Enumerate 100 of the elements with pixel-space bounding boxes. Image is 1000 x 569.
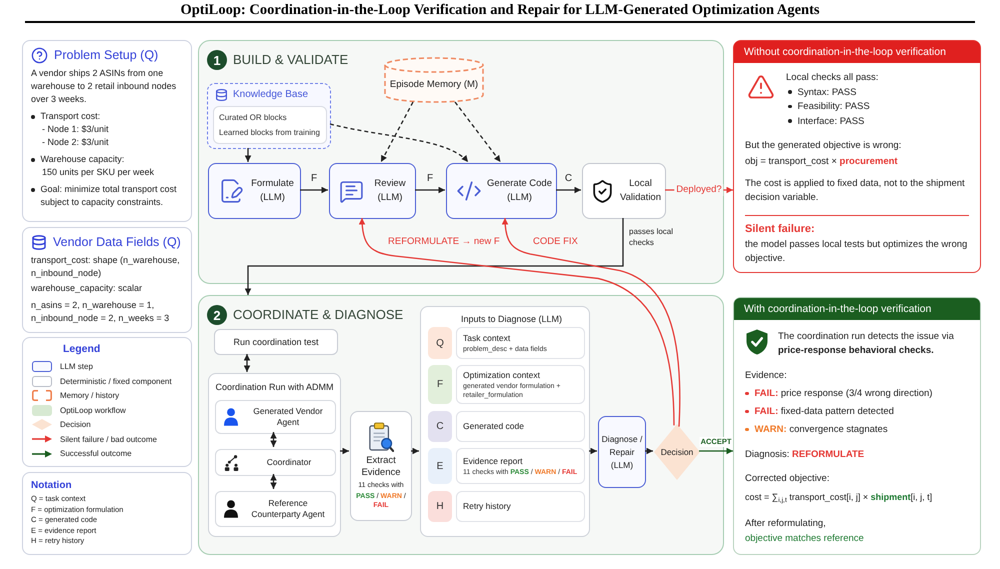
step-number-badge <box>207 305 227 325</box>
llm-step-box <box>446 163 557 219</box>
body-text: - Node 2: $3/unit <box>42 136 110 149</box>
card-title: Task context <box>463 332 512 344</box>
double-arrow <box>270 474 277 489</box>
group-panel <box>208 373 341 537</box>
llm-step-box <box>208 163 301 219</box>
body-text: n_asins = 2, n_warehouse = 1, n_inbound_node = 2, n_weeks = 3 <box>31 299 170 325</box>
bullet-text: Syntax: PASS <box>798 86 856 98</box>
body-text: warehouse_capacity: scalar <box>31 282 144 295</box>
llm-step-box <box>598 416 646 488</box>
arrow <box>244 148 252 162</box>
legend-label: LLM step <box>60 361 93 372</box>
context-letter: F <box>436 378 444 392</box>
outcome-panel <box>733 297 981 555</box>
box-label: Coordinator <box>266 457 312 468</box>
arrow <box>699 448 733 454</box>
arrow <box>415 186 445 194</box>
double-arrow <box>244 354 250 372</box>
body-text: - Node 1: $3/unit <box>42 123 110 136</box>
list-item: Curated OR blocks <box>219 112 288 122</box>
context-card <box>456 327 585 359</box>
step-number: 2 <box>213 308 221 322</box>
process-box <box>582 163 666 219</box>
legend-label: Decision <box>60 419 91 430</box>
panel-header: Without coordination-in-the-loop verification <box>734 41 980 63</box>
box-label: Local Validation <box>618 177 662 205</box>
arrow <box>589 448 597 454</box>
context-letter: H <box>436 500 444 514</box>
legend-label: Successful outcome <box>60 448 132 459</box>
arrow <box>645 448 653 454</box>
box-label: Formulate (LLM) <box>250 177 295 205</box>
list-item: Learned blocks from training <box>219 128 321 138</box>
bullet-text: Interface: PASS <box>798 114 864 128</box>
bullet-text: WARN: convergence stagnates <box>754 423 888 436</box>
curved-arrow <box>358 218 675 426</box>
context-letter: Q <box>436 336 444 350</box>
letter-badge <box>428 411 452 442</box>
box-label: Episode Memory (M) <box>390 78 478 90</box>
box-label: Extract Evidence <box>360 455 402 479</box>
context-card <box>456 365 585 404</box>
notation-panel <box>22 472 192 555</box>
letter-badge <box>428 327 452 359</box>
arrow <box>244 218 624 295</box>
box-label: Reference Counterparty Agent <box>250 498 326 520</box>
dashed-curved-arrow <box>330 123 468 162</box>
context-letter: E <box>436 460 444 474</box>
body-text: The cost is applied to fixed data, not to the shipment decision variable. <box>745 176 966 204</box>
body-text: Evidence: <box>745 370 788 382</box>
memory-cylinder <box>384 57 484 103</box>
formula-text: cost = ∑$_{i,j,t}$ transport_cost[i, j] × shipment[i, j, t] <box>745 491 934 505</box>
panel-header: With coordination-in-the-loop verification <box>734 298 980 320</box>
body-text: Corrected objective: <box>745 473 830 485</box>
bullet-text: FAIL: fixed-data pattern detected <box>754 405 894 418</box>
body-text: Local checks all pass: <box>786 71 880 84</box>
outcome-panel <box>733 40 981 273</box>
llm-step-box <box>329 163 416 219</box>
box-heading: Knowledge Base <box>233 88 308 102</box>
body-text: A vendor ships 2 ASINs from one warehouse to 2 retail inbound nodes over 3 weeks. <box>31 67 178 106</box>
step-number-badge <box>207 50 227 70</box>
diagram-title: OptiLoop: Coordination-in-the-Loop Verification and Repair for LLM-Generated Optimization Agents <box>180 2 820 19</box>
body-text: objective matches reference <box>745 533 865 545</box>
context-card <box>456 448 585 484</box>
process-box <box>350 411 412 521</box>
section-heading: BUILD & VALIDATE <box>233 51 348 68</box>
group-panel <box>420 306 590 537</box>
card-title: Optimization context <box>463 370 542 380</box>
body-text: Diagnosis: REFORMULATE <box>745 449 866 461</box>
legend-label: Deterministic / fixed component <box>60 376 172 386</box>
formula-text: obj = transport_cost × procurement <box>745 156 899 168</box>
box-label: Generate Code (LLM) <box>486 177 553 205</box>
agent-box <box>215 491 336 527</box>
body-text: But the generated objective is wrong: <box>745 140 902 152</box>
body-text: transport_cost: shape (n_warehouse, n_inbound_node) <box>31 254 181 280</box>
arrow <box>300 186 328 194</box>
letter-badge <box>428 365 452 404</box>
agent-box <box>215 400 336 434</box>
edge-label: Deployed? <box>674 184 724 196</box>
bullet-text: Goal: minimize total transport cost subject to capacity constraints. <box>40 183 178 209</box>
context-card <box>456 411 585 442</box>
body-text: After reformulating, <box>745 518 827 530</box>
step-number: 1 <box>213 54 221 66</box>
card-title: Retry history <box>463 501 512 512</box>
body-text: The coordination run detects the issue via price-response behavioral checks. <box>778 330 955 358</box>
section-panel <box>198 40 724 284</box>
dashed-arrow <box>454 102 502 162</box>
panel-heading: Problem Setup (Q) <box>54 47 158 64</box>
agent-box <box>215 449 336 476</box>
section-heading: COORDINATE & DIAGNOSE <box>233 306 404 323</box>
body-text: the model passes local tests but optimizes the wrong objective. <box>745 238 968 266</box>
panel-heading: Vendor Data Fields (Q) <box>53 234 181 251</box>
process-box <box>214 329 338 355</box>
knowledge-base-box <box>207 83 331 149</box>
group-heading: Inputs to Diagnose (LLM) <box>461 313 562 325</box>
box-label: Decision <box>660 446 694 458</box>
double-arrow <box>270 432 277 447</box>
box-label: Diagnose / Repair (LLM) <box>600 432 644 472</box>
legend-label: Silent failure / bad outcome <box>60 434 157 444</box>
legend-label: OptiLoop workflow <box>60 404 126 416</box>
context-letter: C <box>436 420 444 434</box>
